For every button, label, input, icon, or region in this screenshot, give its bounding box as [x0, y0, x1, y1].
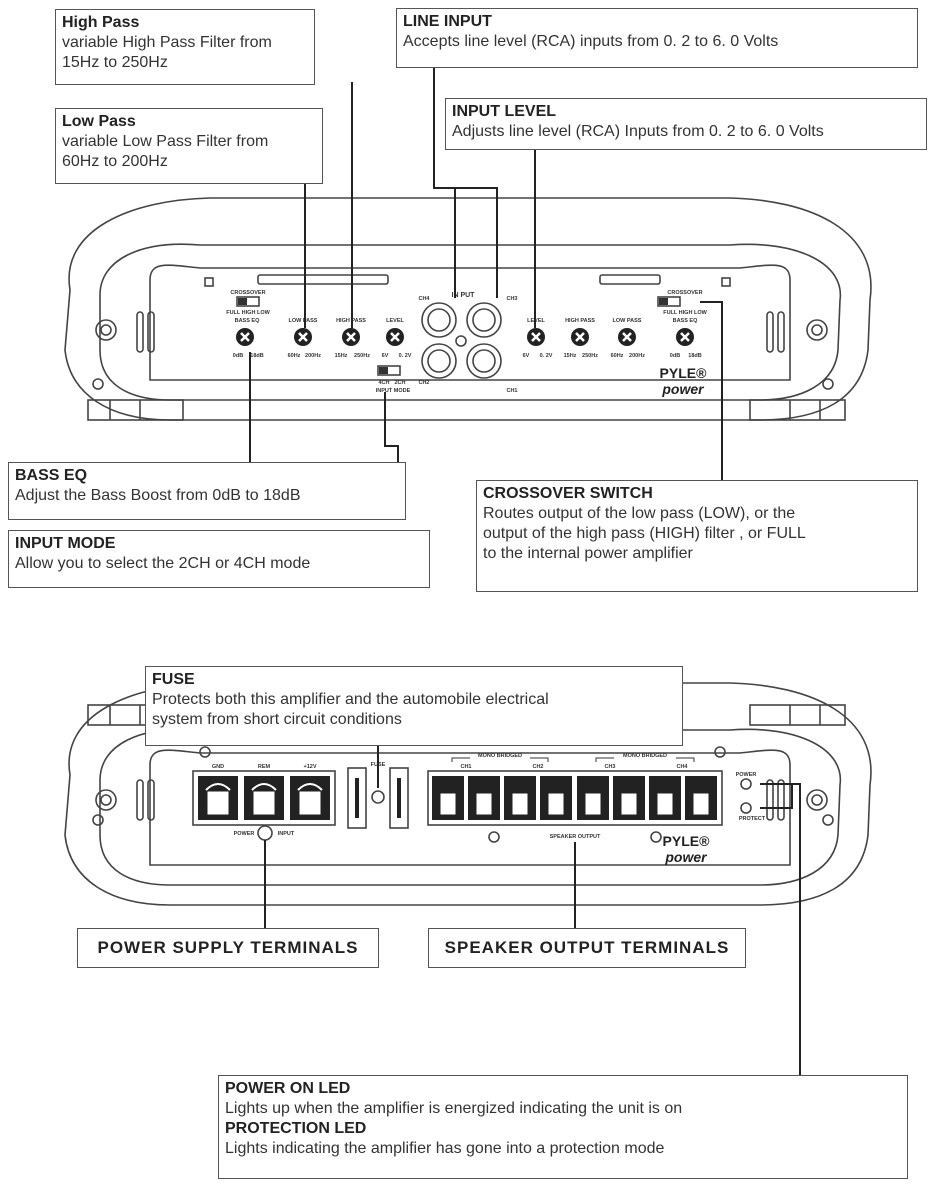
svg-text:15Hz: 15Hz	[335, 353, 348, 359]
svg-text:GND: GND	[212, 764, 224, 770]
svg-text:250Hz: 250Hz	[582, 353, 598, 359]
svg-text:200Hz: 200Hz	[305, 353, 321, 359]
svg-text:CH3: CH3	[506, 296, 517, 302]
svg-text:POWER: POWER	[234, 831, 255, 837]
svg-text:LEVEL: LEVEL	[527, 318, 545, 324]
svg-text:power: power	[661, 381, 705, 397]
crossover-switch-title: CROSSOVER SWITCH	[483, 485, 653, 502]
svg-text:REM: REM	[258, 764, 271, 770]
svg-text:BASS EQ: BASS EQ	[235, 318, 260, 324]
svg-text:CH1: CH1	[506, 388, 517, 394]
svg-text:200Hz: 200Hz	[629, 353, 645, 359]
svg-text:LEVEL: LEVEL	[386, 318, 404, 324]
power-supply-terminals-label: POWER SUPPLY TERMINALS	[77, 928, 379, 968]
speaker-terminal-blocks	[432, 776, 717, 820]
svg-text:PROTECT: PROTECT	[739, 816, 766, 822]
svg-text:BASS EQ: BASS EQ	[673, 318, 698, 324]
knobs-top	[236, 328, 694, 346]
svg-text:FULL HIGH LOW: FULL HIGH LOW	[226, 310, 270, 316]
protection-led-title: PROTECTION LED	[225, 1120, 367, 1137]
crossover-switch-callout: CROSSOVER SWITCH Routes output of the lo…	[476, 480, 918, 592]
svg-text:18dB: 18dB	[250, 353, 263, 359]
power-on-led-title: POWER ON LED	[225, 1080, 351, 1097]
svg-text:0dB: 0dB	[670, 353, 680, 359]
svg-text:+12V: +12V	[304, 764, 317, 770]
svg-text:LOW PASS: LOW PASS	[289, 318, 318, 324]
svg-text:CH4: CH4	[676, 764, 688, 770]
svg-text:MONO BRIDGED: MONO BRIDGED	[478, 753, 522, 759]
svg-text:0. 2V: 0. 2V	[540, 353, 553, 359]
svg-text:INPUT MODE: INPUT MODE	[376, 388, 411, 394]
svg-text:CH4: CH4	[418, 296, 430, 302]
bass-eq-title: BASS EQ	[15, 467, 88, 484]
input-mode-title: INPUT MODE	[15, 535, 116, 552]
svg-text:CH2: CH2	[532, 764, 543, 770]
svg-text:INPUT: INPUT	[278, 831, 295, 837]
svg-text:4CH: 4CH	[378, 380, 389, 386]
svg-text:0. 2V: 0. 2V	[399, 353, 412, 359]
brand-logo-bottom: PYLE®	[663, 833, 711, 849]
power-terminal-blocks	[198, 776, 330, 820]
input-level-title: INPUT LEVEL	[452, 103, 557, 120]
high-pass-callout: High Pass variable High Pass Filter from…	[55, 9, 315, 85]
led-callout: POWER ON LED Lights up when the amplifie…	[218, 1075, 908, 1179]
bass-eq-callout: BASS EQ Adjust the Bass Boost from 0dB t…	[8, 462, 406, 520]
input-mode-callout: INPUT MODE Allow you to select the 2CH o…	[8, 530, 430, 588]
high-pass-title: High Pass	[62, 14, 140, 31]
low-pass-title: Low Pass	[62, 113, 136, 130]
svg-text:6V: 6V	[523, 353, 530, 359]
svg-text:IN PUT: IN PUT	[452, 292, 476, 299]
svg-text:60Hz: 60Hz	[611, 353, 624, 359]
svg-text:LOW PASS: LOW PASS	[613, 318, 642, 324]
svg-text:CH1: CH1	[460, 764, 471, 770]
svg-text:POWER: POWER	[736, 772, 757, 778]
crossover-label: CROSSOVER	[230, 290, 265, 296]
svg-text:15Hz: 15Hz	[564, 353, 577, 359]
svg-text:18dB: 18dB	[688, 353, 701, 359]
fuse-callout: FUSE Protects both this amplifier and th…	[145, 666, 683, 746]
line-input-callout: LINE INPUT Accepts line level (RCA) inpu…	[396, 8, 918, 68]
svg-text:power: power	[664, 849, 708, 865]
svg-text:CH2: CH2	[418, 380, 429, 386]
svg-text:0dB: 0dB	[233, 353, 243, 359]
input-level-callout: INPUT LEVEL Adjusts line level (RCA) Inp…	[445, 98, 927, 150]
svg-text:250Hz: 250Hz	[354, 353, 370, 359]
low-pass-callout: Low Pass variable Low Pass Filter from 6…	[55, 108, 323, 184]
svg-text:CH3: CH3	[604, 764, 615, 770]
svg-text:FULL HIGH LOW: FULL HIGH LOW	[663, 310, 707, 316]
svg-text:HIGH PASS: HIGH PASS	[565, 318, 595, 324]
brand-logo-top: PYLE®	[660, 365, 708, 381]
svg-text:60Hz: 60Hz	[288, 353, 301, 359]
line-input-title: LINE INPUT	[403, 13, 492, 30]
svg-text:MONO BRIDGED: MONO BRIDGED	[623, 753, 667, 759]
svg-text:SPEAKER OUTPUT: SPEAKER OUTPUT	[550, 834, 601, 840]
fuse-title: FUSE	[152, 671, 195, 688]
speaker-output-terminals-label: SPEAKER OUTPUT TERMINALS	[428, 928, 746, 968]
svg-text:6V: 6V	[382, 353, 389, 359]
svg-text:CROSSOVER: CROSSOVER	[667, 290, 702, 296]
svg-text:2CH: 2CH	[394, 380, 405, 386]
